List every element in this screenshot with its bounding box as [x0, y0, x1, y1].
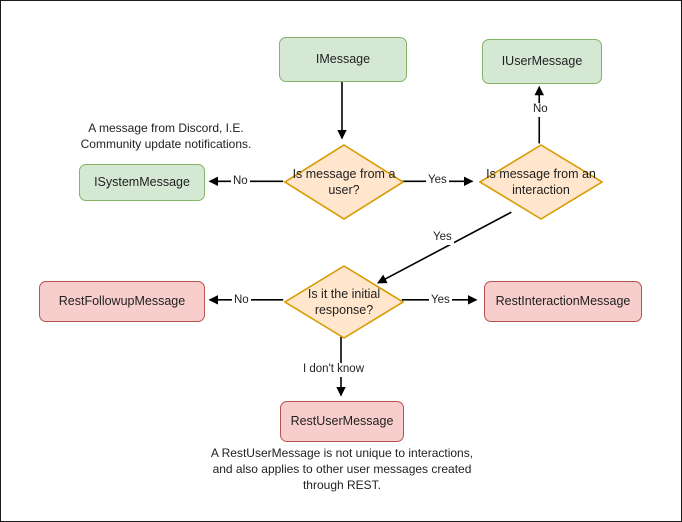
- edge-label-interaction-question-no: No: [531, 103, 550, 117]
- node-restusermessage-label: RestUserMessage: [290, 413, 394, 428]
- node-is-message-from-a-user[interactable]: Is message from a user?: [284, 144, 404, 220]
- node-imessage-label: IMessage: [315, 51, 371, 66]
- node-imessage[interactable]: IMessage: [279, 37, 407, 82]
- diamond-shape: [284, 144, 404, 220]
- node-is-message-from-an-interaction[interactable]: Is message from an interaction: [479, 144, 603, 220]
- node-restfollowupmessage-label: RestFollowupMessage: [58, 293, 186, 308]
- edge-label-user-question-yes: Yes: [426, 174, 449, 188]
- node-restinteractionmessage-label: RestInteractionMessage: [495, 293, 631, 308]
- node-restinteractionmessage[interactable]: RestInteractionMessage: [484, 281, 642, 322]
- diamond-shape: [479, 144, 603, 220]
- node-restfollowupmessage[interactable]: RestFollowupMessage: [39, 281, 205, 322]
- edge-label-user-question-no: No: [231, 175, 250, 189]
- node-iusermessage-label: IUserMessage: [501, 53, 583, 68]
- edge-label-initial-response-i-dont-know: I don't know: [301, 363, 367, 377]
- node-is-message-from-a-user-label: Is message from a user?: [292, 166, 396, 197]
- edge-label-interaction-question-yes: Yes: [431, 231, 454, 245]
- diamond-shape: [284, 265, 404, 339]
- node-isystemmessage-label: ISystemMessage: [94, 174, 190, 189]
- node-is-it-the-initial-response-label: Is it the initial response?: [307, 286, 381, 317]
- node-iusermessage[interactable]: IUserMessage: [482, 39, 602, 84]
- node-is-it-the-initial-response[interactable]: Is it the initial response?: [284, 265, 404, 339]
- note-system-message: A message from Discord, I.E. Community u…: [80, 121, 252, 152]
- node-isystemmessage[interactable]: ISystemMessage: [79, 164, 205, 201]
- node-is-message-from-an-interaction-label: Is message from an interaction: [486, 166, 596, 197]
- note-rest-user-message: A RestUserMessage is not unique to inter…: [210, 446, 474, 493]
- edge-label-initial-response-no: No: [232, 294, 251, 308]
- node-restusermessage[interactable]: RestUserMessage: [280, 401, 404, 442]
- edge-label-initial-response-yes: Yes: [429, 294, 452, 308]
